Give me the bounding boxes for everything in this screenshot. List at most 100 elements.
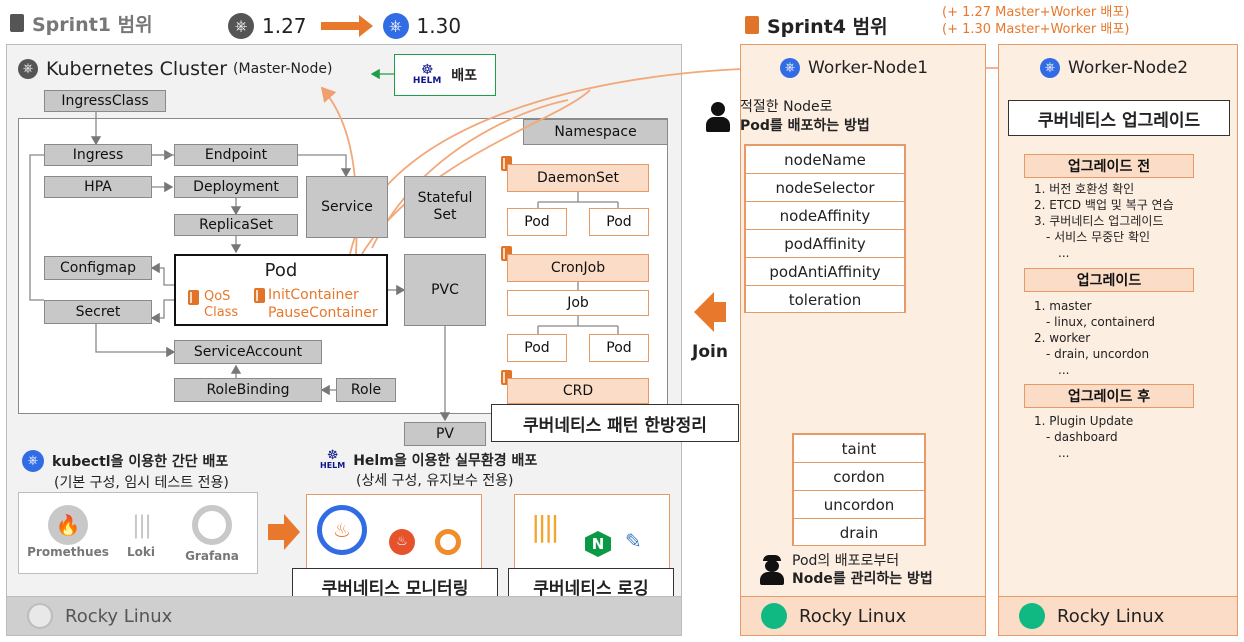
rocky-linux-label: Rocky Linux <box>799 605 907 627</box>
list-item: 1. master <box>1034 299 1092 313</box>
arrow-right-icon <box>320 15 373 37</box>
service-account-box: ServiceAccount <box>174 340 322 364</box>
book-icon <box>745 16 759 34</box>
ingress-class-box: IngressClass <box>44 90 166 112</box>
upgrade-before-title: 업그레이드 전 <box>1024 154 1194 178</box>
cronjob-box: CronJob <box>507 254 649 282</box>
list-item: - 서비스 무중단 확인 <box>1046 230 1151 244</box>
list-item: nodeSelector <box>746 174 904 202</box>
cluster-title: ⎈ Kubernetes Cluster (Master-Node) <box>18 58 332 80</box>
list-item: drain <box>839 524 879 542</box>
helm-icon: ☸HELM <box>320 448 346 470</box>
upgrade-before-list: 1. 버전 호환성 확인 2. ETCD 백업 및 복구 연습 3. 쿠버네티스… <box>1034 181 1174 261</box>
job-box: Job <box>507 290 649 316</box>
deploy-method-line2: Pod를 배포하는 방법 <box>740 118 870 134</box>
list-item: taint <box>794 435 924 463</box>
manage-method: Pod의 배포로부터 Node를 관리하는 방법 <box>760 552 933 588</box>
list-item: podAffinity <box>746 230 904 258</box>
version-to: 1.30 <box>416 14 462 38</box>
sprint4-note-1: (+ 1.27 Master+Worker 배포) <box>942 5 1130 20</box>
kubernetes-icon: ⎈ <box>1040 58 1060 78</box>
version-from: 1.27 <box>262 14 307 38</box>
helm-section: ☸HELM Helm을 이용한 실무환경 배포 (상세 구성, 유지보수 전용) <box>320 448 538 490</box>
manage-method-line2: Node를 관리하는 방법 <box>792 571 933 587</box>
book-icon <box>501 156 512 171</box>
replicaset-box: ReplicaSet <box>174 214 298 236</box>
manage-method-line1: Pod의 배포로부터 <box>792 553 900 569</box>
nginx-icon: N <box>585 531 611 557</box>
list-item: 2. worker <box>1034 331 1091 345</box>
prometheus-icon: 🔥 <box>48 505 88 545</box>
list-item: uncordon <box>794 491 924 519</box>
list-item: - drain, uncordon <box>1046 347 1150 361</box>
helm-subtitle: (상세 구성, 유지보수 전용) <box>356 473 514 489</box>
deploy-label: 배포 <box>451 68 478 84</box>
rocky-linux-icon <box>1019 603 1045 629</box>
stateful-set-box: Stateful Set <box>404 176 486 238</box>
book-icon <box>501 246 512 261</box>
join-arrow-icon <box>694 292 714 332</box>
kubectl-subtitle: (기본 구성, 임시 테스트 전용) <box>54 475 229 491</box>
upgrade-during-title: 업그레이드 <box>1024 268 1194 292</box>
service-box: Service <box>306 176 388 238</box>
worker2-title: ⎈ Worker-Node2 <box>1040 58 1188 78</box>
loki-tool: ||| Loki <box>119 505 163 559</box>
role-box: Role <box>336 378 396 402</box>
upgrade-after-list: 1. Plugin Update - dashboard ... <box>1034 413 1133 461</box>
daemonset-box: DaemonSet <box>507 164 649 192</box>
pause-container-label: PauseContainer <box>268 305 378 321</box>
list-item: ... <box>1058 363 1070 377</box>
pvc-box: PVC <box>404 254 486 326</box>
kubernetes-icon: ⎈ <box>382 13 409 39</box>
daemonset-pod-2: Pod <box>589 208 649 236</box>
rocky-linux-bar-2: Rocky Linux <box>740 596 986 636</box>
kubectl-section: ⎈ kubectl을 이용한 간단 배포 (기본 구성, 임시 테스트 전용) <box>22 450 229 492</box>
kubernetes-icon: ⎈ <box>228 13 254 39</box>
helm-wheel-icon: ♨ <box>317 505 367 555</box>
admin-icon <box>760 555 784 585</box>
sprint1-title: Sprint1 범위 <box>32 13 153 36</box>
loki-icon: |||| <box>531 510 560 543</box>
grafana-icon <box>192 505 232 545</box>
worker2-panel <box>998 44 1238 636</box>
kubernetes-icon: ⎈ <box>18 59 38 79</box>
book-icon <box>254 288 265 303</box>
manage-list: taint cordon uncordon drain <box>792 433 926 546</box>
list-item: 1. 버전 호환성 확인 <box>1034 182 1135 196</box>
helm-monitoring-box: ♨ ♨ <box>306 494 482 578</box>
init-container-label: InitContainer <box>268 287 359 303</box>
role-binding-box: RoleBinding <box>174 378 322 402</box>
rocky-linux-bar-3: Rocky Linux <box>998 596 1238 636</box>
hpa-box: HPA <box>44 176 152 198</box>
endpoint-box: Endpoint <box>174 144 298 166</box>
cluster-subtitle: (Master-Node) <box>233 61 333 77</box>
ingress-box: Ingress <box>44 144 152 166</box>
worker1-title: ⎈ Worker-Node1 <box>780 58 928 78</box>
book-icon <box>188 290 199 305</box>
loki-icon: ||| <box>131 511 152 539</box>
upgrade-after-title: 업그레이드 후 <box>1024 384 1194 408</box>
daemonset-pod-1: Pod <box>507 208 567 236</box>
sprint4-note-2: (+ 1.30 Master+Worker 배포) <box>942 22 1130 37</box>
list-item: nodeName <box>746 146 904 174</box>
helm-deploy-box: ☸ HELM 배포 <box>394 54 496 96</box>
grafana-label: Grafana <box>185 549 239 563</box>
sprint1-header: Sprint1 범위 <box>10 10 153 36</box>
prometheus-tool: 🔥 Promethues <box>27 505 109 559</box>
list-item: ... <box>1058 446 1070 460</box>
prometheus-label: Promethues <box>27 545 109 559</box>
list-item: 2. ETCD 백업 및 복구 연습 <box>1034 198 1174 212</box>
list-item: 1. Plugin Update <box>1034 414 1134 428</box>
join-label: Join <box>692 342 728 362</box>
deploy-method: 적절한 Node로 Pod를 배포하는 방법 <box>706 98 870 136</box>
sprint4-title: Sprint4 범위 <box>767 15 888 38</box>
helm-title: Helm을 이용한 실무환경 배포 <box>353 453 538 469</box>
list-item: nodeAffinity <box>746 202 904 230</box>
scheduling-list: nodeName nodeSelector nodeAffinity podAf… <box>744 144 906 313</box>
list-item: cordon <box>794 463 924 491</box>
upgrade-during-list: 1. master - linux, containerd 2. worker … <box>1034 298 1155 378</box>
rocky-linux-icon <box>27 603 53 629</box>
loki-label: Loki <box>127 545 155 559</box>
